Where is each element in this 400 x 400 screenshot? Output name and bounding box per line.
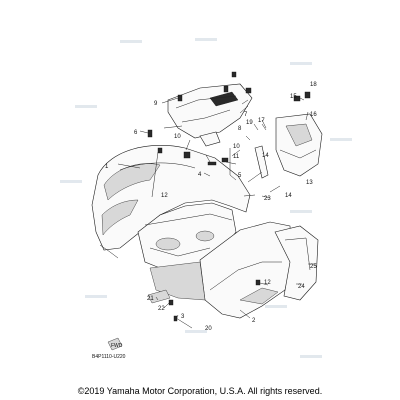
leader-lines [117, 97, 316, 329]
callout-11: 11 [233, 154, 240, 160]
callout-8: 8 [238, 126, 242, 132]
callout-21: 21 [147, 296, 154, 302]
svg-text:FWD: FWD [111, 343, 123, 349]
callout-14: 14 [262, 153, 269, 159]
callout-24: 24 [298, 284, 305, 290]
callout-16: 16 [310, 112, 317, 118]
mud-flap [274, 225, 319, 301]
callout-20: 20 [205, 326, 212, 332]
callout-23: 23 [264, 196, 271, 202]
callout-12: 12 [161, 193, 168, 199]
callout-7: 7 [244, 112, 248, 118]
callout-labels: 1 2 3 4 5 6 7 8 9 10 10 11 12 12 13 14 1… [105, 82, 317, 332]
callout-17: 17 [258, 118, 265, 124]
callout-13: 13 [306, 180, 313, 186]
copyright-notice: ©2019 Yamaha Motor Corporation, U.S.A. A… [77, 386, 323, 396]
callout-25: 25 [310, 264, 317, 270]
storage-lid [167, 83, 253, 147]
callout-18: 18 [310, 82, 317, 88]
callout-10b: 10 [233, 144, 240, 150]
callout-15: 15 [290, 94, 297, 100]
callout-1: 1 [105, 164, 109, 170]
callout-12b: 12 [264, 280, 271, 286]
callout-4: 4 [198, 172, 202, 178]
tail-bracket [247, 113, 323, 183]
hardware: FWD [107, 71, 311, 351]
figure-code: B4P1110-U220 [92, 354, 126, 360]
callout-14b: 14 [285, 193, 292, 199]
callout-6: 6 [134, 130, 138, 136]
callout-19: 19 [246, 120, 253, 126]
callout-5: 5 [238, 173, 242, 179]
callout-10: 10 [174, 134, 181, 140]
callout-3: 3 [181, 314, 185, 320]
callout-2: 2 [252, 318, 256, 324]
callout-22: 22 [158, 306, 165, 312]
callout-9: 9 [154, 101, 158, 107]
